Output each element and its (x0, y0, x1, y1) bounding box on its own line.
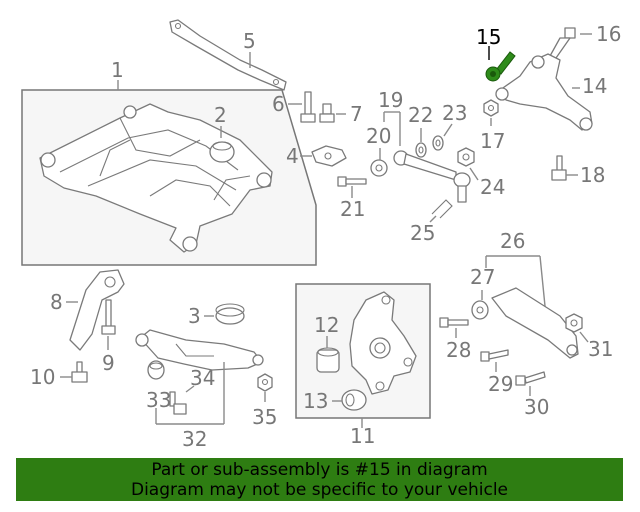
callout-35[interactable]: 35 (252, 405, 277, 429)
callout-16[interactable]: 16 (596, 22, 621, 46)
callout-1[interactable]: 1 (111, 58, 124, 82)
part-5-bar[interactable] (169, 19, 287, 91)
part-3-bumper[interactable] (215, 303, 245, 325)
callout-23[interactable]: 23 (442, 101, 467, 125)
leader-34 (185, 385, 195, 393)
callout-21[interactable]: 21 (340, 197, 365, 221)
callout-9[interactable]: 9 (102, 351, 115, 375)
callout-18[interactable]: 18 (580, 163, 605, 187)
callout-26[interactable]: 26 (500, 229, 525, 253)
part-12-bushing[interactable] (316, 347, 340, 373)
banner-line-1: Part or sub-assembly is #15 in diagram (151, 460, 488, 480)
callout-30[interactable]: 30 (524, 395, 549, 419)
callout-5[interactable]: 5 (243, 29, 256, 53)
part-23-washer[interactable] (432, 135, 444, 151)
part-18-bolt[interactable] (551, 155, 567, 181)
callout-2[interactable]: 2 (214, 103, 227, 127)
callout-13[interactable]: 13 (303, 389, 328, 413)
callout-32[interactable]: 32 (182, 427, 207, 451)
part-7-nut[interactable] (319, 103, 335, 123)
callout-17[interactable]: 17 (480, 129, 505, 153)
banner-line-2: Diagram may not be specific to your vehi… (130, 480, 508, 500)
part-17-nut[interactable] (483, 99, 499, 117)
part-32-trailing-arm[interactable] (135, 329, 264, 371)
callout-24[interactable]: 24 (480, 175, 505, 199)
leader-25 (429, 215, 437, 223)
callout-28[interactable]: 28 (446, 338, 471, 362)
part-8-bracket[interactable] (69, 269, 125, 351)
part-16-bolt[interactable] (549, 27, 576, 59)
part-19-link[interactable] (393, 150, 471, 203)
callout-33[interactable]: 33 (146, 388, 171, 412)
callout-31[interactable]: 31 (588, 337, 613, 361)
part-4-plate[interactable] (311, 145, 347, 167)
part-29-bolt[interactable] (480, 349, 509, 362)
callout-14[interactable]: 14 (582, 74, 607, 98)
part-1-subframe[interactable] (39, 103, 273, 253)
leader-31 (579, 331, 589, 343)
callout-10[interactable]: 10 (30, 365, 55, 389)
callout-34[interactable]: 34 (190, 366, 215, 390)
part-11-knuckle[interactable] (349, 291, 417, 395)
part-26-lower-arm[interactable] (491, 287, 579, 359)
callout-25[interactable]: 25 (410, 221, 435, 245)
part-21-bolt[interactable] (337, 176, 367, 187)
callout-29[interactable]: 29 (488, 372, 513, 396)
callout-12[interactable]: 12 (314, 313, 339, 337)
part-27-bushing[interactable] (471, 300, 489, 320)
part-9-bolt[interactable] (101, 299, 116, 335)
callout-11[interactable]: 11 (350, 424, 375, 448)
part-30-bolt[interactable] (515, 371, 546, 386)
part-31-nut[interactable] (565, 313, 583, 333)
part-34-bolt[interactable] (169, 391, 187, 415)
part-14-arm[interactable] (495, 53, 593, 131)
callout-19[interactable]: 19 (378, 88, 403, 112)
callout-3[interactable]: 3 (188, 304, 201, 328)
part-33-bushing[interactable] (147, 360, 165, 380)
part-13-bushing[interactable] (341, 389, 367, 411)
callout-4[interactable]: 4 (286, 144, 299, 168)
callout-7[interactable]: 7 (350, 102, 363, 126)
part-35-nut[interactable] (257, 373, 273, 392)
part-6-bolt[interactable] (300, 91, 316, 123)
part-22-washer[interactable] (415, 142, 427, 158)
part-20-bushing[interactable] (370, 159, 388, 177)
callout-15[interactable]: 15 (476, 25, 501, 49)
part-28-bolt[interactable] (439, 317, 469, 328)
part-2-bushing[interactable] (209, 141, 235, 163)
callout-22[interactable]: 22 (408, 103, 433, 127)
callout-6[interactable]: 6 (272, 92, 285, 116)
part-24-nut[interactable] (457, 147, 475, 167)
part-25-pin[interactable] (431, 199, 453, 219)
info-banner: Part or sub-assembly is #15 in diagram D… (16, 458, 623, 501)
callout-8[interactable]: 8 (50, 290, 63, 314)
callout-27[interactable]: 27 (470, 265, 495, 289)
leader-23 (443, 123, 453, 137)
callout-20[interactable]: 20 (366, 124, 391, 148)
leader-24 (469, 167, 479, 181)
part-15-bolt[interactable] (485, 51, 516, 82)
part-10-bolt[interactable] (71, 361, 88, 383)
